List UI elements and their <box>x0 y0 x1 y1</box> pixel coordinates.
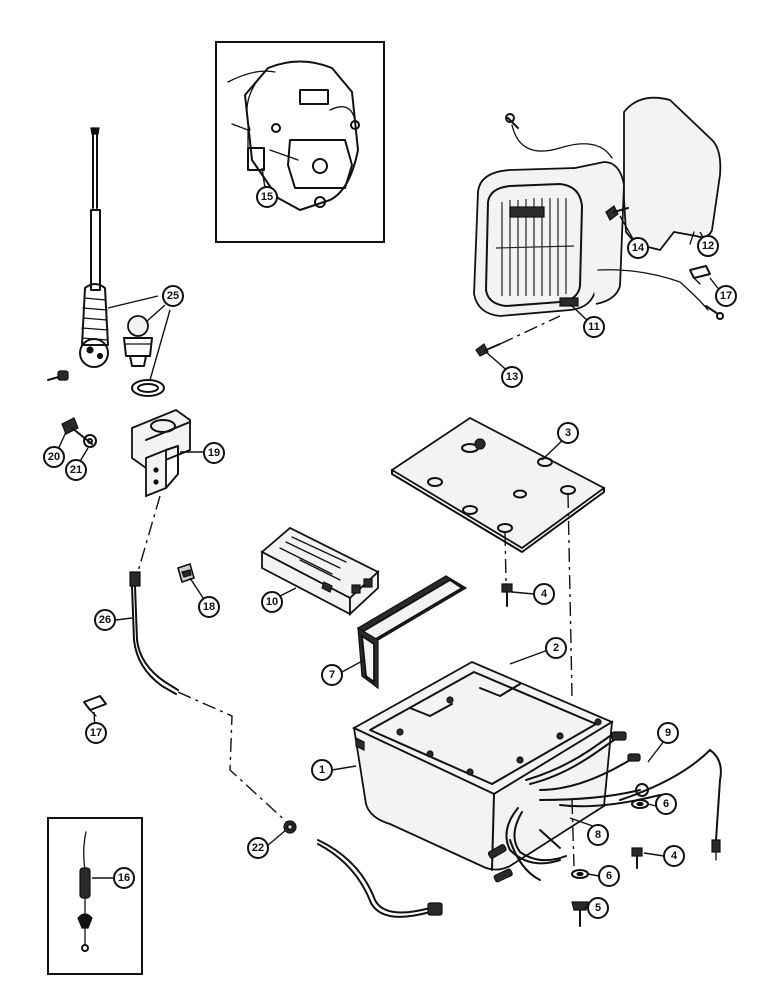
mounting-plate <box>390 416 606 553</box>
inset-suppressor <box>215 41 385 243</box>
callout-7: 7 <box>321 664 343 686</box>
callout-25: 25 <box>162 285 184 307</box>
callout-12-label: 12 <box>702 240 714 252</box>
callout-18: 18 <box>198 596 220 618</box>
screw-4-upper <box>501 583 513 607</box>
callout-22: 22 <box>247 837 269 859</box>
speaker-screw-13 <box>475 343 501 357</box>
callout-8: 8 <box>587 824 609 846</box>
clip-left <box>83 695 107 717</box>
callout-6-lower-label: 6 <box>606 870 612 882</box>
callout-26-label: 26 <box>99 614 111 626</box>
callout-19-label: 19 <box>208 447 220 459</box>
dash-speaker-screw <box>499 315 561 345</box>
washer-6-upper <box>631 799 649 809</box>
callout-9: 9 <box>657 722 679 744</box>
callout-19: 19 <box>203 442 225 464</box>
callout-10: 10 <box>261 591 283 613</box>
callout-11: 11 <box>583 316 605 338</box>
callout-20: 20 <box>43 446 65 468</box>
washer-6-lower <box>571 869 589 879</box>
callout-4-lower-label: 4 <box>671 850 678 862</box>
callout-8-label: 8 <box>595 829 601 841</box>
callout-10-label: 10 <box>266 596 278 608</box>
callout-3-label: 3 <box>565 427 571 439</box>
callout-12: 12 <box>697 235 719 257</box>
antenna-screw <box>47 370 69 381</box>
dash-plate-box-right <box>567 493 573 697</box>
speaker <box>473 113 724 320</box>
screw-4-lower <box>631 847 643 869</box>
antenna-mount <box>123 315 165 397</box>
callout-18-label: 18 <box>203 601 215 613</box>
callout-6-upper-label: 6 <box>663 798 669 810</box>
callout-4-upper: 4 <box>533 583 555 605</box>
callout-6-lower: 6 <box>598 865 620 887</box>
bolt-5 <box>571 901 589 927</box>
callout-13: 13 <box>501 366 523 388</box>
callout-2-label: 2 <box>553 642 559 654</box>
callout-6-upper: 6 <box>655 793 677 815</box>
callout-11-label: 11 <box>588 321 600 333</box>
inset-fuse-holder <box>47 817 143 975</box>
callout-22-label: 22 <box>252 842 264 854</box>
callout-15-label: 15 <box>261 191 273 203</box>
dash-bracket-cable <box>136 495 161 576</box>
radio-housing <box>352 660 614 871</box>
antenna <box>79 127 109 368</box>
callout-20-label: 20 <box>48 451 60 463</box>
dash-plate-screw <box>504 531 507 583</box>
callout-17-left-label: 17 <box>90 727 102 739</box>
callout-25-label: 25 <box>167 290 179 302</box>
callout-14: 14 <box>627 237 649 259</box>
tape-cassette <box>260 526 380 617</box>
lead-9 <box>619 749 722 861</box>
callout-4-lower: 4 <box>663 845 685 867</box>
clip-18 <box>177 562 195 584</box>
dash-box-screw <box>571 799 575 867</box>
callout-1: 1 <box>311 759 333 781</box>
antenna-cable <box>129 571 179 695</box>
wiring-harness <box>487 731 661 883</box>
antenna-bracket <box>131 408 191 498</box>
callout-15: 15 <box>256 186 278 208</box>
dash-cable-run <box>177 691 291 826</box>
bolt-and-washer <box>61 417 97 448</box>
callout-21: 21 <box>65 459 87 481</box>
callout-17-right-label: 17 <box>720 290 732 302</box>
callout-2: 2 <box>545 637 567 659</box>
callout-5: 5 <box>587 897 609 919</box>
speaker-screw-14 <box>605 205 629 221</box>
clip-right <box>689 265 711 285</box>
callout-17-left: 17 <box>85 722 107 744</box>
foam-strips <box>356 575 468 690</box>
callout-5-label: 5 <box>595 902 601 914</box>
callout-9-label: 9 <box>665 727 671 739</box>
callout-4-upper-label: 4 <box>541 588 548 600</box>
callout-3: 3 <box>557 422 579 444</box>
grommet-22 <box>283 820 297 834</box>
callout-16-label: 16 <box>118 872 130 884</box>
callout-13-label: 13 <box>506 371 518 383</box>
radio-cable <box>317 839 443 918</box>
callout-14-label: 14 <box>632 242 645 254</box>
callout-1-label: 1 <box>319 764 325 776</box>
callout-16: 16 <box>113 867 135 889</box>
callout-7-label: 7 <box>329 669 335 681</box>
callout-26: 26 <box>94 609 116 631</box>
speaker-cover <box>623 96 722 252</box>
callout-21-label: 21 <box>70 464 82 476</box>
callout-17-right: 17 <box>715 285 737 307</box>
